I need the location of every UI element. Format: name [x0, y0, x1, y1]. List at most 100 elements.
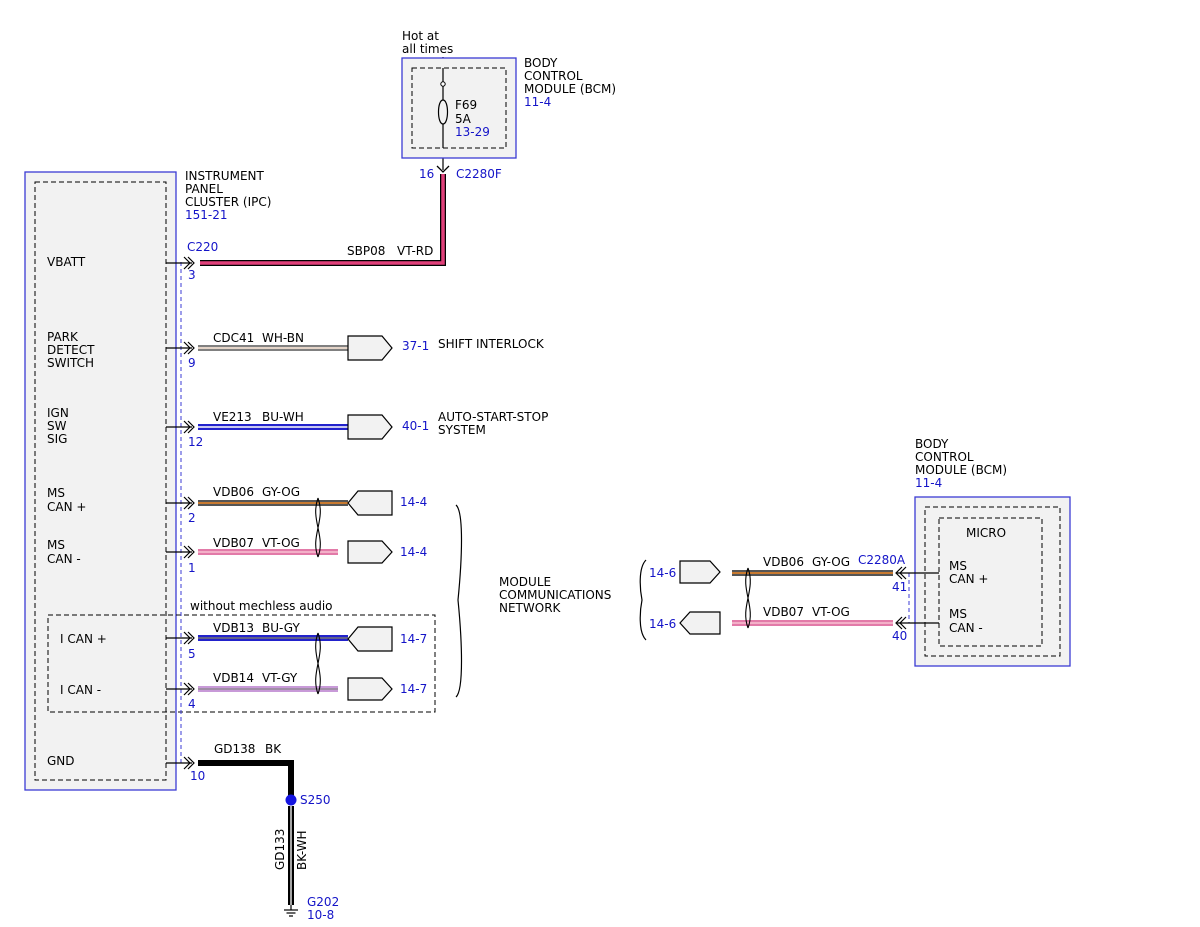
- micro-box: [938, 517, 1043, 647]
- bcm-right-label-3: MODULE (BCM): [915, 463, 1007, 477]
- bcm-top-ref[interactable]: 11-4: [524, 95, 551, 109]
- hot-label-1: Hot at: [402, 29, 439, 43]
- pin-num-park: 9: [188, 356, 196, 370]
- wire-sbp08: [200, 174, 446, 266]
- network-brace-left: [455, 504, 463, 698]
- c2280a-label[interactable]: C2280A: [858, 553, 906, 567]
- park-dest: SHIFT INTERLOCK: [438, 337, 545, 351]
- wire-right-vdb07-color: VT-OG: [812, 605, 850, 619]
- wire-vdb07-circuit: VDB07: [213, 536, 254, 550]
- pin-ign-label-2: SW: [47, 419, 67, 433]
- ipc-pin-arrows: [166, 256, 195, 770]
- ground-symbol-icon: [284, 905, 298, 917]
- wire-right-vdb06-color: GY-OG: [812, 555, 850, 569]
- mscm-ref[interactable]: 14-4: [400, 545, 427, 559]
- ign-ref[interactable]: 40-1: [402, 419, 429, 433]
- park-ref[interactable]: 37-1: [402, 339, 429, 353]
- ipc-label-2: PANEL: [185, 182, 223, 196]
- twisted-pair-ms-icon: [315, 497, 321, 558]
- network-label-3: NETWORK: [499, 601, 562, 615]
- wire-cdc41-color: WH-BN: [262, 331, 304, 345]
- c2280f-pin: 16: [419, 167, 434, 181]
- right-mscp-connector-icon[interactable]: [679, 560, 721, 584]
- bcm-top-label-2: CONTROL: [524, 69, 583, 83]
- ipc-inner: [34, 181, 167, 781]
- c220-label[interactable]: C220: [187, 240, 218, 254]
- wire-gd138: [198, 760, 294, 800]
- splice-s250-icon[interactable]: [285, 794, 297, 806]
- icanp-ref[interactable]: 14-7: [400, 632, 427, 646]
- bcm-pin-41: 41: [892, 580, 907, 594]
- network-label-1: MODULE: [499, 575, 551, 589]
- wire-vdb06-circuit: VDB06: [213, 485, 254, 499]
- bcm-right-pin-arrows: [895, 566, 939, 630]
- mscp-connector-icon[interactable]: [347, 490, 393, 516]
- bcm-pin-40: 40: [892, 629, 907, 643]
- fuse-icon: [436, 81, 450, 125]
- ipc-ref[interactable]: 151-21: [185, 208, 228, 222]
- icanp-connector-icon[interactable]: [347, 626, 393, 652]
- bcm-top-box: [401, 57, 517, 159]
- pin-ign-label-3: SIG: [47, 432, 67, 446]
- wire-cdc41-circuit: CDC41: [213, 331, 254, 345]
- wire-gd133-circuit: GD133: [273, 829, 287, 870]
- bcm-top-inner: [411, 67, 507, 149]
- option-label: without mechless audio: [190, 599, 333, 613]
- wire-vdb06-color: GY-OG: [262, 485, 300, 499]
- ign-dest-1: AUTO-START-STOP: [438, 410, 548, 424]
- wire-vdb13-circuit: VDB13: [213, 621, 254, 635]
- c2280f-label[interactable]: C2280F: [456, 167, 502, 181]
- bcm-pin-cm-label-2: CAN -: [949, 621, 983, 635]
- twisted-pair-i-icon: [315, 632, 321, 695]
- wire-gd138-color: BK: [265, 742, 282, 756]
- mscp-ref[interactable]: 14-4: [400, 495, 427, 509]
- bcm-pin-cp-label-1: MS: [949, 559, 967, 573]
- ipc-label-3: CLUSTER (IPC): [185, 195, 271, 209]
- splice-s250-label[interactable]: S250: [300, 793, 331, 807]
- bcm-right-label-2: CONTROL: [915, 450, 974, 464]
- right-mscm-ref[interactable]: 14-6: [649, 617, 676, 631]
- wire-ve213-circuit: VE213: [213, 410, 252, 424]
- pin-vbatt-label: VBATT: [47, 255, 86, 269]
- bcm-right-label-1: BODY: [915, 437, 949, 451]
- ground-point-label[interactable]: G202: [307, 895, 339, 909]
- pin-gnd-label: GND: [47, 754, 75, 768]
- bcm-right-inner-1: [924, 506, 1061, 657]
- mscm-connector-icon[interactable]: [347, 540, 393, 564]
- right-mscm-connector-icon[interactable]: [679, 611, 721, 635]
- pin-park-label-3: SWITCH: [47, 356, 94, 370]
- twisted-pair-right-icon: [745, 567, 751, 629]
- pin-mscp-label-2: CAN +: [47, 500, 86, 514]
- pin-mscm-label-1: MS: [47, 538, 65, 552]
- right-mscp-ref[interactable]: 14-6: [649, 566, 676, 580]
- micro-label: MICRO: [966, 526, 1006, 540]
- network-brace-right: [639, 559, 647, 641]
- pin-num-icanp: 5: [188, 647, 196, 661]
- bcm-right-ref[interactable]: 11-4: [915, 476, 942, 490]
- wire-ve213-color: BU-WH: [262, 410, 304, 424]
- park-connector-icon[interactable]: [347, 335, 393, 361]
- bcm-top-label-3: MODULE (BCM): [524, 82, 616, 96]
- wire-vdb13-color: BU-GY: [262, 621, 300, 635]
- icanm-connector-icon[interactable]: [347, 677, 393, 701]
- pin-num-mscm: 1: [188, 561, 196, 575]
- wire-right-vdb07-circuit: VDB07: [763, 605, 804, 619]
- pin-mscm-label-2: CAN -: [47, 552, 81, 566]
- wire-vdb14-color: VT-GY: [262, 671, 298, 685]
- icanm-ref[interactable]: 14-7: [400, 682, 427, 696]
- fuse-ref[interactable]: 13-29: [455, 125, 490, 139]
- bcm-pin-cm-label-1: MS: [949, 607, 967, 621]
- bcm-top-label-1: BODY: [524, 56, 558, 70]
- pin-num-gnd: 10: [190, 769, 205, 783]
- option-region: [47, 614, 436, 713]
- network-label-2: COMMUNICATIONS: [499, 588, 611, 602]
- fuse-rating: 5A: [455, 112, 472, 126]
- pin-num-vbatt: 3: [188, 268, 196, 282]
- ground-point-ref[interactable]: 10-8: [307, 908, 334, 922]
- bcm-pin-cp-label-2: CAN +: [949, 572, 988, 586]
- pin-mscp-label-1: MS: [47, 486, 65, 500]
- ign-connector-icon[interactable]: [347, 414, 393, 440]
- wire-sbp08-circuit: SBP08: [347, 244, 385, 258]
- wire-sbp08-color: VT-RD: [397, 244, 433, 258]
- ipc-label-1: INSTRUMENT: [185, 169, 264, 183]
